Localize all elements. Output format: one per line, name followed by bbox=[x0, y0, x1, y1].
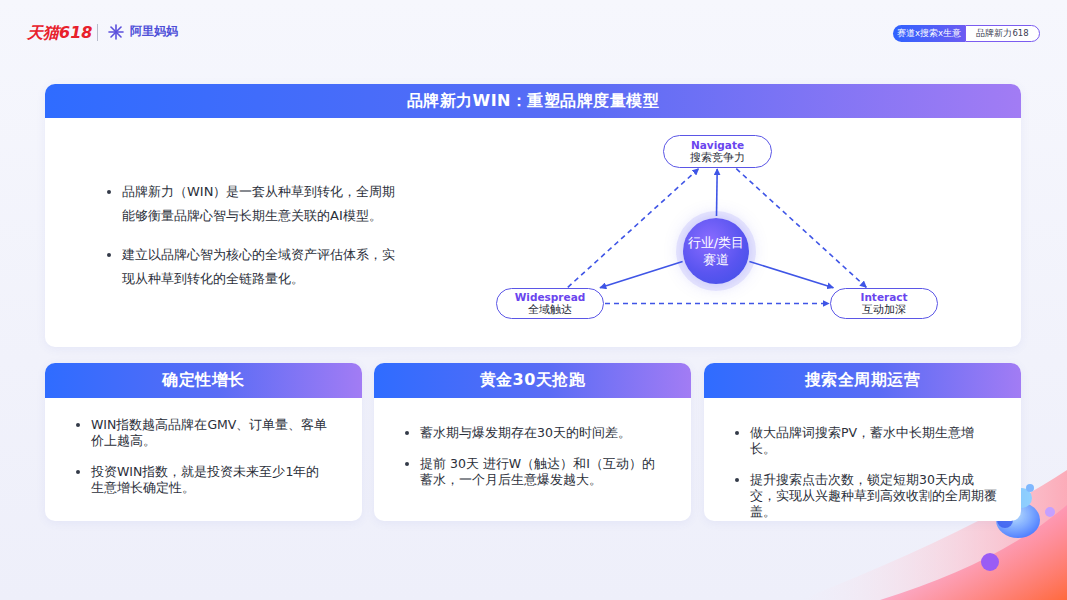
bullet-list: 品牌新力（WIN）是一套从种草到转化，全周期能够衡量品牌心智与长期生意关联的AI… bbox=[107, 180, 403, 291]
bullet-item: 提前 30天 进行W（触达）和I（互动）的蓄水，一个月后生意爆发越大。 bbox=[405, 456, 667, 488]
tag-pill: 品牌新力618 bbox=[965, 25, 1040, 42]
bullet-item: 提升搜索点击次数，锁定短期30天内成交，实现从兴趣种草到高效收割的全周期覆盖。 bbox=[735, 472, 997, 520]
dashed-arrow bbox=[605, 303, 829, 305]
header-band: 黄金30天抢跑 bbox=[374, 363, 691, 398]
brand-logo: 天猫618 bbox=[27, 23, 92, 44]
info-card: 搜索全周期运营做大品牌词搜索PV，蓄水中长期生意增长。提升搜索点击次数，锁定短期… bbox=[704, 363, 1021, 521]
center-circle: 行业/类目 赛道 bbox=[683, 218, 749, 284]
bullet-dot bbox=[76, 470, 80, 474]
dimension-label: 全域触达 bbox=[528, 303, 572, 316]
dashed-arrow bbox=[568, 169, 699, 288]
main-panel: 品牌新力WIN：重塑品牌度量模型品牌新力（WIN）是一套从种草到转化，全周期能够… bbox=[45, 84, 1021, 347]
bullet-text: 蓄水期与爆发期存在30天的时间差。 bbox=[420, 425, 667, 441]
info-card: 确定性增长 WIN指数越高品牌在GMV、订单量、客单价上越高。投资WIN指数，就是… bbox=[45, 363, 362, 521]
dimension-name: Navigate bbox=[691, 139, 744, 151]
bullet-list: WIN指数越高品牌在GMV、订单量、客单价上越高。投资WIN指数，就是投资未来至… bbox=[76, 417, 328, 496]
bullet-dot bbox=[107, 190, 111, 194]
solid-arrow bbox=[749, 261, 833, 287]
dimension-box: Widespread全域触达 bbox=[496, 288, 604, 319]
bullet-item: 建立以品牌心智为核心的全域资产评估体系，实现从种草到转化的全链路量化。 bbox=[107, 243, 403, 291]
header-band: 搜索全周期运营 bbox=[704, 363, 1021, 398]
bullet-dot bbox=[735, 478, 739, 482]
tag-pill: 赛道x搜索x生意 bbox=[893, 25, 965, 42]
dimension-box: Interact互动加深 bbox=[830, 288, 938, 319]
bullet-text: 品牌新力（WIN）是一套从种草到转化，全周期能够衡量品牌心智与长期生意关联的AI… bbox=[122, 180, 403, 228]
bullet-text: 投资WIN指数，就是投资未来至少1年的生意增长确定性。 bbox=[91, 464, 328, 496]
dimension-label: 搜索竞争力 bbox=[690, 151, 745, 164]
bullet-dot bbox=[107, 253, 111, 257]
bullet-text: 提升搜索点击次数，锁定短期30天内成交，实现从兴趣种草到高效收割的全周期覆盖。 bbox=[750, 472, 997, 520]
mascot-ear bbox=[1026, 484, 1034, 492]
center-label: 行业/类目 赛道 bbox=[685, 234, 747, 268]
bullet-item: 投资WIN指数，就是投资未来至少1年的生意增长确定性。 bbox=[76, 464, 328, 496]
bullet-dot bbox=[405, 431, 409, 435]
solid-arrow bbox=[716, 169, 718, 216]
mascot-ball bbox=[981, 553, 999, 571]
dimension-name: Widespread bbox=[515, 291, 586, 303]
section-title: 确定性增长 bbox=[162, 370, 245, 391]
bullet-dot bbox=[735, 431, 739, 435]
bullet-dot bbox=[76, 423, 80, 427]
bullet-text: 提前 30天 进行W（触达）和I（互动）的蓄水，一个月后生意爆发越大。 bbox=[420, 456, 667, 488]
dimension-name: Interact bbox=[860, 291, 907, 303]
header-band: 确定性增长 bbox=[45, 363, 362, 398]
bullet-item: 蓄水期与爆发期存在30天的时间差。 bbox=[405, 425, 667, 441]
tag-text: 赛道x搜索x生意 bbox=[897, 28, 961, 40]
bullet-dot bbox=[405, 462, 409, 466]
bullet-item: 做大品牌词搜索PV，蓄水中长期生意增长。 bbox=[735, 425, 997, 457]
bullet-text: WIN指数越高品牌在GMV、订单量、客单价上越高。 bbox=[91, 417, 328, 449]
bullet-text: 做大品牌词搜索PV，蓄水中长期生意增长。 bbox=[750, 425, 997, 457]
mascot-part bbox=[1045, 507, 1055, 517]
section-title: 黄金30天抢跑 bbox=[480, 370, 586, 391]
bullet-list: 蓄水期与爆发期存在30天的时间差。提前 30天 进行W（触达）和I（互动）的蓄水… bbox=[405, 425, 667, 488]
logo-divider bbox=[97, 24, 98, 41]
header-band: 品牌新力WIN：重塑品牌度量模型 bbox=[45, 84, 1021, 118]
icon-stroke bbox=[111, 27, 121, 37]
tag-text: 品牌新力618 bbox=[976, 28, 1028, 40]
section-title: 品牌新力WIN：重塑品牌度量模型 bbox=[407, 91, 660, 112]
bullet-text: 建立以品牌心智为核心的全域资产评估体系，实现从种草到转化的全链路量化。 bbox=[122, 243, 403, 291]
section-title: 搜索全周期运营 bbox=[805, 370, 921, 391]
icon-stroke bbox=[111, 27, 121, 37]
info-card: 黄金30天抢跑蓄水期与爆发期存在30天的时间差。提前 30天 进行W（触达）和I… bbox=[374, 363, 691, 521]
dimension-label: 互动加深 bbox=[862, 303, 906, 316]
dimension-box: Navigate搜索竞争力 bbox=[663, 135, 772, 168]
solid-arrow bbox=[600, 262, 683, 288]
brand-logo: 阿里妈妈 bbox=[130, 24, 178, 39]
bullet-item: WIN指数越高品牌在GMV、订单量、客单价上越高。 bbox=[76, 417, 328, 449]
alimama-icon bbox=[109, 25, 123, 39]
bullet-list: 做大品牌词搜索PV，蓄水中长期生意增长。提升搜索点击次数，锁定短期30天内成交，… bbox=[735, 425, 997, 520]
bullet-item: 品牌新力（WIN）是一套从种草到转化，全周期能够衡量品牌心智与长期生意关联的AI… bbox=[107, 180, 403, 228]
dashed-arrow bbox=[736, 169, 866, 288]
